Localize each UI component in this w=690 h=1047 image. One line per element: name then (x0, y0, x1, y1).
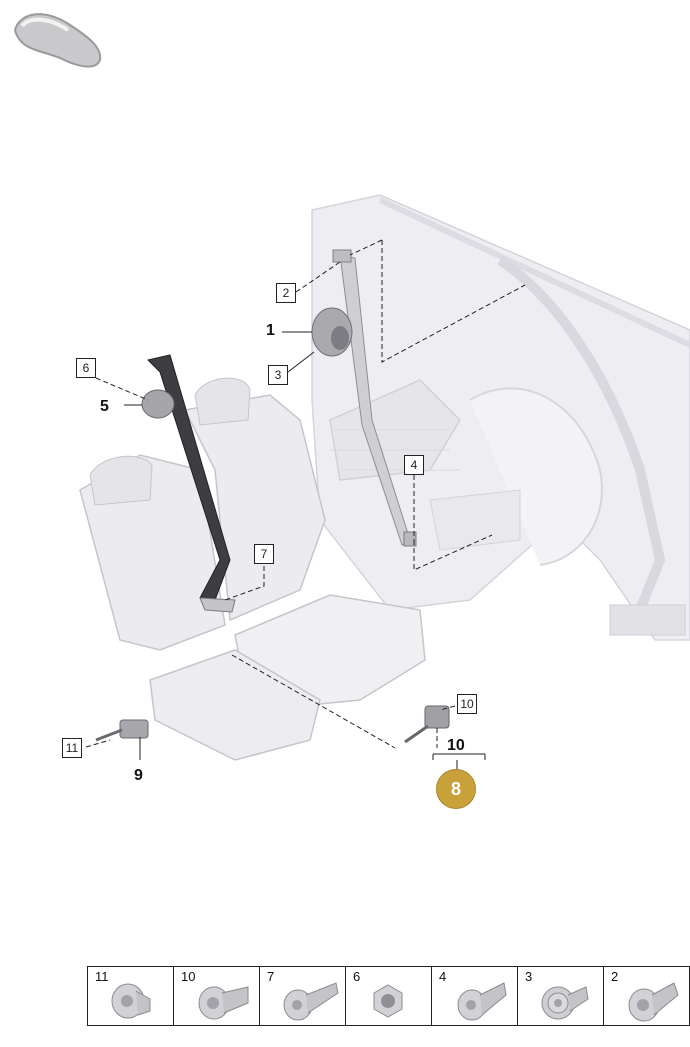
parts-cell: 2 (604, 967, 689, 1025)
leader-solid (124, 331, 486, 770)
callout-3: 3 (268, 365, 288, 385)
callout-5: 5 (100, 398, 109, 415)
group-badge-8: 8 (436, 769, 476, 809)
part-number: 2 (611, 969, 619, 984)
parts-cell: 4 (432, 967, 518, 1025)
callout-7: 7 (254, 544, 274, 564)
bolt-long-icon (283, 982, 339, 1021)
vehicle-thumbnail-icon (13, 13, 102, 68)
belt-front-assembly (311, 249, 417, 547)
callout-1: 1 (266, 322, 275, 339)
hex-nut-icon (373, 984, 403, 1018)
callout-9: 9 (134, 767, 143, 784)
bolt-round-head-icon (111, 983, 151, 1019)
belt-rear-assembly (141, 354, 236, 613)
callout-10-box: 10 (457, 694, 477, 714)
callout-4: 4 (404, 455, 424, 475)
fastener-parts-table: 11 10 7 6 (87, 966, 690, 1026)
part-number: 6 (353, 969, 361, 984)
parts-cell: 6 (346, 967, 432, 1025)
part-number: 11 (95, 969, 109, 984)
bolt-flange-icon (541, 986, 589, 1020)
part-number: 3 (525, 969, 533, 984)
buckle-right (404, 705, 450, 744)
callout-11: 11 (62, 738, 82, 758)
parts-cell: 3 (518, 967, 604, 1025)
parts-cell: 10 (174, 967, 260, 1025)
part-number: 7 (267, 969, 275, 984)
parts-cell: 11 (88, 967, 174, 1025)
buckle-left (95, 719, 149, 742)
part-number: 4 (439, 969, 447, 984)
rear-seat (79, 377, 426, 761)
bolt-shoulder-icon (198, 986, 249, 1020)
bolt-washer-icon (628, 982, 679, 1022)
part-number: 10 (181, 969, 196, 984)
parts-cell: 7 (260, 967, 346, 1025)
callout-10-bold: 10 (447, 737, 465, 754)
callout-6: 6 (76, 358, 96, 378)
bolt-short-icon (457, 982, 507, 1021)
callout-2: 2 (276, 283, 296, 303)
leader-lines (85, 239, 526, 749)
